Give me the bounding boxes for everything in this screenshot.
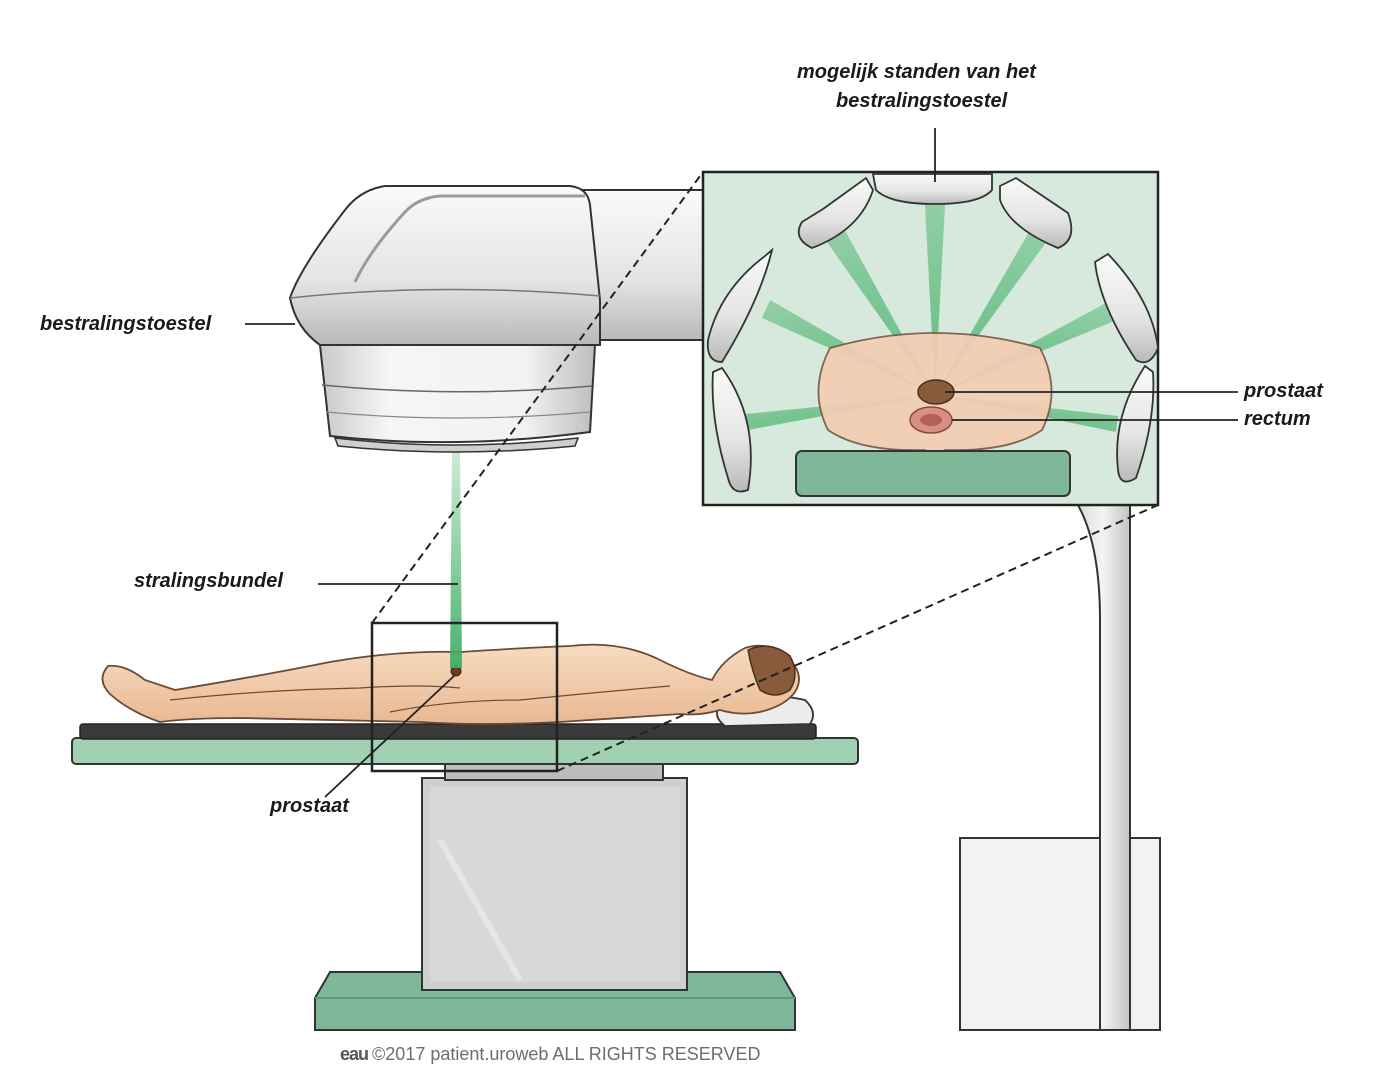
label-positions-line1: mogelijk standen van het	[797, 61, 1036, 83]
copyright-footer: eau©2017 patient.uroweb ALL RIGHTS RESER…	[340, 1044, 761, 1065]
treatment-table	[71, 723, 859, 765]
inset-table	[795, 450, 1071, 497]
eau-logo: eau	[340, 1044, 369, 1064]
zoom-dashed-lines	[371, 171, 1159, 772]
label-positions-line2: bestralingstoestel	[836, 90, 1008, 112]
label-machine: bestralingstoestel	[40, 313, 212, 335]
leader-lines	[245, 128, 1238, 798]
gantry-stand	[959, 499, 1161, 1031]
label-beam: stralingsbundel	[134, 570, 283, 592]
radiation-beam	[450, 450, 462, 668]
table-base	[314, 759, 796, 1031]
label-prostate-body: prostaat	[270, 795, 349, 817]
inset-panel	[701, 170, 1160, 507]
label-prostate-inset: prostaat	[1244, 380, 1323, 402]
machine-head	[288, 185, 601, 453]
patient	[101, 643, 800, 725]
zoom-region-box	[370, 621, 559, 773]
label-rectum: rectum	[1244, 408, 1311, 430]
copyright-text: ©2017 patient.uroweb ALL RIGHTS RESERVED	[372, 1044, 761, 1064]
machine-positions	[706, 173, 1159, 493]
